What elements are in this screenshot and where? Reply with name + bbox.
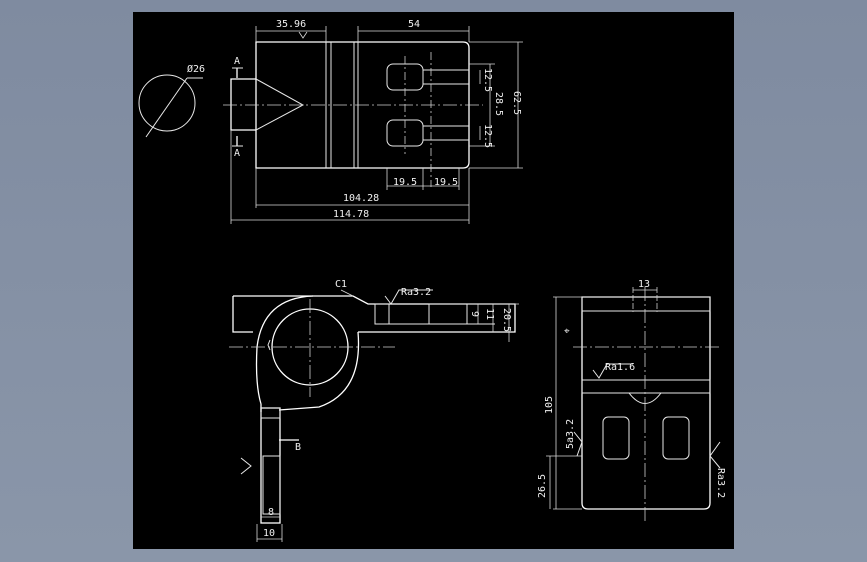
gd-symbol: ⌖ (564, 326, 570, 337)
dim-11: 11 (484, 308, 495, 320)
dim-9: 9 (469, 311, 480, 317)
dim-20-5: 20.5 (501, 308, 512, 332)
roughness-ra3-2: Ra3.2 (401, 287, 431, 298)
dim-19-5-a: 19.5 (393, 177, 417, 188)
roughness-5a3-2: 5a3.2 (565, 419, 576, 449)
side-view: 13 105 26.5 ⌖ Ra1.6 5a3.2 Ra3.2 (537, 279, 726, 522)
roughness-ra1-6: Ra1.6 (605, 362, 635, 373)
roughness-ra3-2-right: Ra3.2 (715, 468, 726, 498)
dim-114-78: 114.78 (333, 209, 369, 220)
chamfer-label: C1 (335, 279, 347, 290)
dim-10: 10 (263, 528, 275, 539)
section-detail-circle: Ø26 (138, 63, 205, 138)
dim-26-5: 26.5 (537, 474, 548, 498)
dim-54: 54 (408, 19, 420, 30)
dim-35-96: 35.96 (276, 19, 306, 30)
cad-drawing: Ø26 A A (138, 19, 726, 542)
dim-104-28: 104.28 (343, 193, 379, 204)
top-view: A A 35.96 54 12.5 28.5 12.5 62.5 19.5 19… (223, 19, 523, 224)
dim-28-5: 28.5 (493, 92, 504, 116)
dim-19-5-b: 19.5 (434, 177, 458, 188)
front-view: C1 Ra3.2 9 11 20.5 B 8 10 (229, 279, 519, 542)
section-label-a-bottom: A (234, 148, 240, 159)
dim-12-5-top: 12.5 (482, 68, 493, 92)
section-label-b: B (295, 442, 301, 453)
dim-62-5: 62.5 (511, 91, 522, 115)
detail-dia-label: Ø26 (187, 63, 205, 75)
dim-8: 8 (268, 507, 274, 518)
cad-viewport[interactable]: Ø26 A A (133, 12, 734, 549)
section-label-a-top: A (234, 56, 240, 67)
dim-105: 105 (544, 396, 555, 414)
dim-12-5-bottom: 12.5 (482, 124, 493, 148)
dim-13: 13 (638, 279, 650, 290)
